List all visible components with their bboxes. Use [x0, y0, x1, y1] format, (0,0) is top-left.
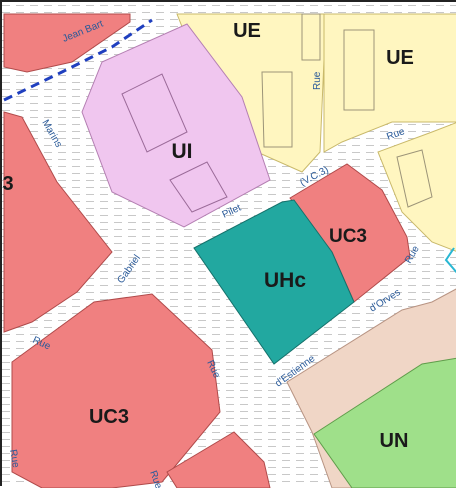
street-label-rue-end: Rue — [147, 469, 164, 488]
building-ui-1 — [121, 73, 188, 153]
dashed-boundary — [3, 18, 153, 102]
zone-uc3-bottom-small[interactable] — [166, 431, 271, 488]
building-ue-4 — [301, 13, 321, 61]
street-label-rue-bottom: Rue — [7, 449, 21, 469]
zone-label-un: UN — [380, 430, 409, 452]
building-ue-1 — [261, 71, 293, 148]
zone-label-ui: UI — [172, 140, 193, 163]
zone-label-cut-left: 3 — [2, 173, 13, 195]
zone-uhc-area[interactable] — [193, 199, 355, 365]
street-label-rue-top: Rue — [312, 71, 323, 90]
zone-label-uc3-left: UC3 — [89, 406, 129, 428]
zone-label-uhc: UHc — [264, 269, 306, 292]
zone-un-area[interactable] — [313, 357, 456, 488]
zone-label-ue-right: UE — [386, 47, 414, 69]
zone-uc3-top-left[interactable] — [3, 13, 131, 73]
building-ui-2 — [169, 161, 228, 213]
building-ue-3 — [396, 149, 433, 208]
blue-edge-marker — [444, 247, 456, 274]
zone-label-ue-top: UE — [233, 20, 261, 42]
zone-uc3-left-strip[interactable] — [3, 111, 113, 333]
zone-uc3-bottom-left[interactable] — [11, 293, 221, 488]
zone-label-uc3-right: UC3 — [329, 226, 367, 247]
building-ue-2 — [343, 29, 375, 111]
